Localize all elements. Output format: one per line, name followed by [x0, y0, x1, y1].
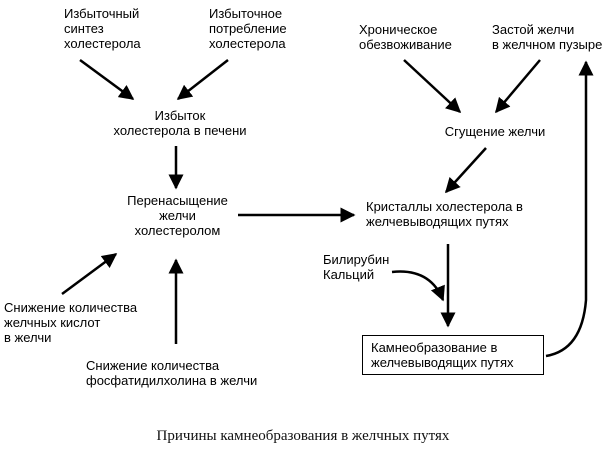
node-bilirubin-calcium: Билирубин Кальций: [323, 252, 390, 282]
node-excess-liver-cholesterol: Избыток холестерола в печени: [113, 108, 247, 138]
arrow-bilirubin-to-stones: [391, 270, 445, 302]
node-reduced-phosphatidylcholine: Снижение количества фосфатидилхолина в ж…: [86, 358, 258, 388]
arrow-stasis-to-thickening: [495, 59, 541, 114]
node-stone-formation: Камнеобразование в желчевыводящих путях: [362, 335, 544, 375]
arrow-stones-to-stasis: [545, 60, 594, 358]
arrow-thickening-to-crystals: [444, 147, 487, 194]
node-reduced-bile-acids: Снижение количества желчных кислот в жел…: [4, 300, 138, 345]
node-bile-thickening: Сгущение желчи: [444, 124, 546, 139]
node-excess-synthesis: Избыточный синтез холестерола: [64, 6, 141, 51]
node-cholesterol-crystals: Кристаллы холестерола в желчевыводящих п…: [366, 199, 523, 229]
node-bile-supersaturation: Перенасыщение желчи холестеролом: [127, 193, 228, 238]
arrow-dehydration-to-thickening: [403, 59, 462, 114]
figure-caption: Причины камнеобразования в желчных путях: [156, 428, 450, 444]
arrow-acids-to-supersaturation: [61, 252, 118, 296]
node-chronic-dehydration: Хроническое обезвоживание: [359, 22, 452, 52]
arrow-synth-to-liver: [79, 58, 135, 101]
arrow-consume-to-liver: [176, 59, 229, 100]
node-bile-stasis: Застой желчи в желчном пузыре: [492, 22, 603, 52]
node-excess-consumption: Избыточное потребление холестерола: [209, 6, 287, 51]
